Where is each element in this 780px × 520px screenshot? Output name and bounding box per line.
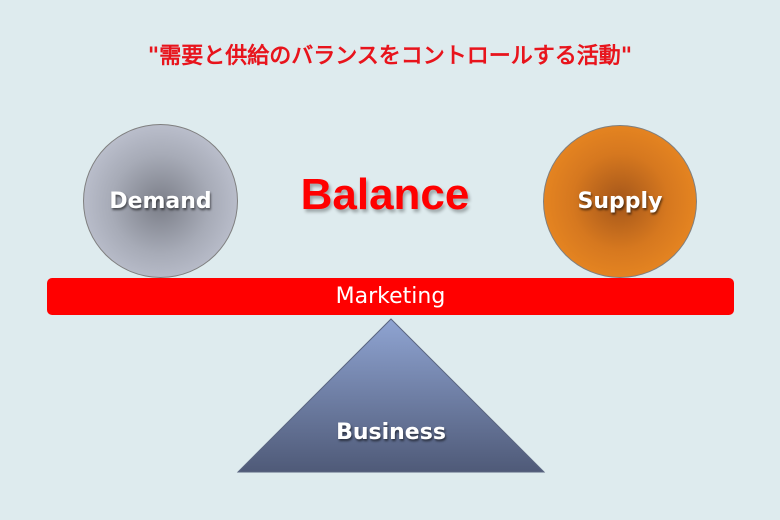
marketing-label: Marketing	[335, 284, 446, 309]
diagram-title: "需要と供給のバランスをコントロールする活動"	[147, 44, 633, 69]
business-fulcrum-triangle	[236, 318, 546, 473]
supply-label: Supply	[577, 189, 663, 214]
demand-label: Demand	[109, 188, 212, 214]
supply-circle: Supply	[543, 125, 697, 278]
balance-label: Balance	[300, 170, 470, 219]
marketing-beam: Marketing	[47, 278, 734, 315]
business-label: Business	[336, 420, 446, 445]
demand-circle: Demand	[83, 124, 238, 278]
